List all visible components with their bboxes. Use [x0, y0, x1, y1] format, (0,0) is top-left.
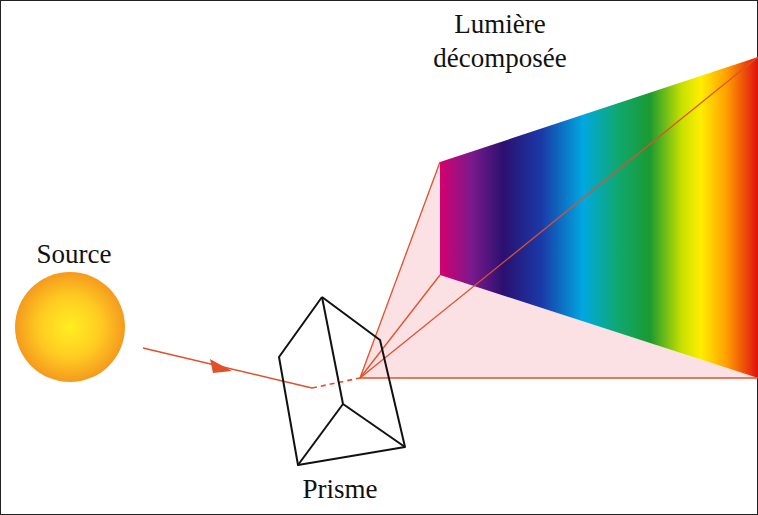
dispersed-rays — [360, 57, 758, 378]
arrowhead — [210, 359, 232, 373]
prism — [279, 297, 405, 465]
spectrum — [440, 57, 758, 378]
incident-ray — [143, 348, 360, 388]
source-label: Source — [4, 238, 144, 272]
spectrum-label: Lumière décomposée — [420, 8, 580, 76]
prism-label: Prisme — [270, 473, 410, 507]
light-source — [15, 272, 125, 382]
